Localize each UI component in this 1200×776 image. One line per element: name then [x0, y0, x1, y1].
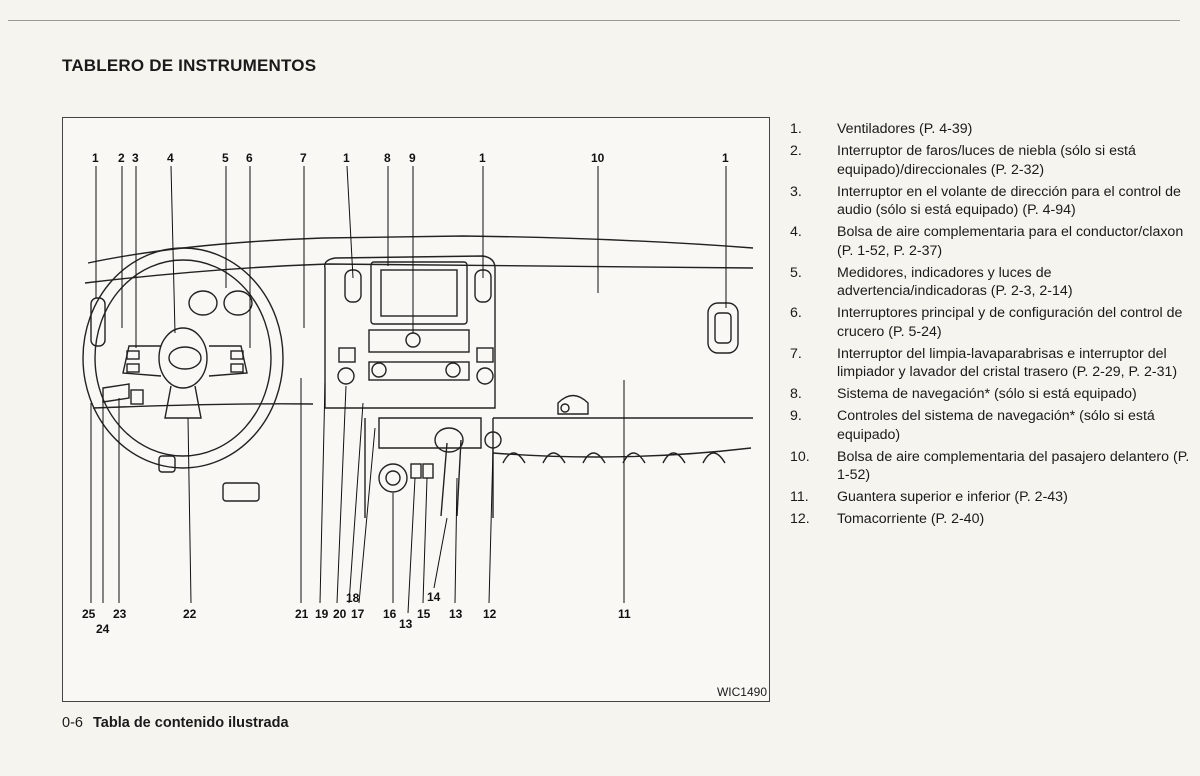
legend-item: 4. Bolsa de aire complementaria para el c…: [790, 223, 1190, 260]
callout-bottom-19: 19: [315, 607, 329, 621]
dashboard-upper-edge: [84, 263, 754, 284]
callout-bottom-25: 25: [82, 607, 96, 621]
legend-text: Bolsa de aire complementaria del pasajer…: [837, 448, 1190, 484]
right-side-vent: [707, 302, 739, 354]
legend-text: Interruptor del limpia-lavaparabrisas e …: [837, 345, 1178, 381]
navigation-screen: [370, 261, 468, 325]
figure-code: WIC1490: [716, 685, 767, 699]
callout-bottom-21: 21: [295, 607, 309, 621]
callout-top-9: 9: [409, 151, 416, 165]
callout-bottom-11: 11: [618, 607, 631, 621]
top-rule: [8, 20, 1180, 21]
legend-text: Controles del sistema de navegación* (só…: [837, 408, 1155, 443]
legend-number: 1.: [790, 121, 802, 137]
callout-top-3: 3: [132, 151, 139, 165]
callout-top-10: 10: [591, 151, 605, 165]
steering-hub: [158, 327, 208, 389]
legend-text: Ventiladores (P. 4-39): [837, 121, 973, 137]
legend-number: 11.: [790, 489, 809, 505]
footer-title: Tabla de contenido ilustrada: [93, 715, 289, 731]
callout-bottom-15: 15: [417, 607, 431, 621]
legend-text: Interruptor en el volante de dirección p…: [837, 183, 1181, 219]
callout-bottom-24: 24: [96, 622, 110, 636]
callout-bottom-23: 23: [113, 607, 127, 621]
legend-text: Bolsa de aire complementaria para el con…: [837, 224, 1184, 259]
shift-lever: [434, 427, 464, 453]
legend-list: 1. Ventiladores (P. 4-39) 2. Interruptor de…: [790, 120, 1190, 532]
legend-text: Interruptores principal y de configuraci…: [837, 305, 1183, 340]
dashboard-top-line: [87, 235, 754, 264]
legend-item: 5. Medidores, indicadores y luces de adve…: [790, 264, 1190, 301]
page-footer: 0-6 Tabla de contenido ilustrada: [62, 715, 289, 731]
legend-number: 9.: [790, 408, 802, 424]
legend-number: 4.: [790, 224, 802, 240]
legend-number: 2.: [790, 143, 802, 159]
legend-text: Sistema de navegación* (sólo si está equ…: [837, 386, 1137, 402]
legend-text: Medidores, indicadores y luces de advert…: [837, 264, 1073, 300]
legend-item: 7. Interruptor del limpia-lavaparabrisas …: [790, 345, 1190, 382]
legend-number: 5.: [790, 264, 802, 281]
legend-item: 12. Tomacorriente (P. 2-40): [790, 510, 1190, 529]
legend-item: 10. Bolsa de aire complementaria del pasa…: [790, 448, 1190, 485]
legend-text: Interruptor de faros/luces de niebla (só…: [837, 143, 1136, 178]
callout-bottom-14: 14: [427, 590, 441, 604]
legend-item: 9. Controles del sistema de navegación* (…: [790, 407, 1190, 444]
steering-wheel: [82, 247, 284, 469]
callout-bottom-12: 12: [483, 607, 497, 621]
legend-item: 6. Interruptores principal y de configura…: [790, 304, 1190, 341]
callout-top-6: 6: [246, 151, 253, 165]
legend-text: Guantera superior e inferior (P. 2-43): [837, 489, 1068, 505]
four-wd-knob: [378, 463, 408, 493]
legend-number: 12.: [790, 511, 810, 527]
callout-top-7: 7: [300, 151, 307, 165]
legend-number: 6.: [790, 305, 802, 321]
legend-item: 11. Guantera superior e inferior (P. 2-43…: [790, 488, 1190, 507]
legend-number: 7.: [790, 345, 802, 362]
legend-number: 3.: [790, 183, 802, 200]
climate-controls: [368, 361, 470, 381]
dashboard-illustration: 1 2 3 4 5 6 7 1 8 9 1 10 1: [82, 151, 754, 636]
legend-item: 1. Ventiladores (P. 4-39): [790, 120, 1190, 139]
callout-bottom-16: 16: [383, 607, 397, 621]
instrument-panel-diagram: 1 2 3 4 5 6 7 1 8 9 1 10 1: [62, 117, 770, 702]
page-number: 0-6: [62, 715, 83, 731]
legend-item: 2. Interruptor de faros/luces de niebla (…: [790, 142, 1190, 179]
callout-top-1c: 1: [479, 151, 486, 165]
callout-top-8: 8: [384, 151, 391, 165]
navigation-controls: [368, 329, 470, 353]
callout-top-1d: 1: [722, 151, 729, 165]
left-side-vent: [90, 297, 106, 347]
callout-top-5: 5: [222, 151, 229, 165]
legend-item: 8. Sistema de navegación* (sólo si está e…: [790, 385, 1190, 404]
callout-top-4: 4: [167, 151, 174, 165]
callout-bottom-13a: 13: [399, 617, 413, 631]
callout-bottom-18: 18: [346, 591, 360, 605]
callout-top-2: 2: [118, 151, 125, 165]
legend-text: Tomacorriente (P. 2-40): [837, 511, 985, 527]
legend-number: 8.: [790, 386, 802, 402]
callout-bottom-17: 17: [351, 607, 365, 621]
glovebox-latch: [557, 394, 589, 415]
legend-number: 10.: [790, 448, 810, 465]
callout-bottom-13b: 13: [449, 607, 463, 621]
callout-bottom-22: 22: [183, 607, 197, 621]
callout-bottom-20: 20: [333, 607, 347, 621]
callout-top-1b: 1: [343, 151, 350, 165]
legend-item: 3. Interruptor en el volante de dirección…: [790, 183, 1190, 220]
section-title: TABLERO DE INSTRUMENTOS: [62, 56, 317, 75]
callout-top-1: 1: [92, 151, 99, 165]
